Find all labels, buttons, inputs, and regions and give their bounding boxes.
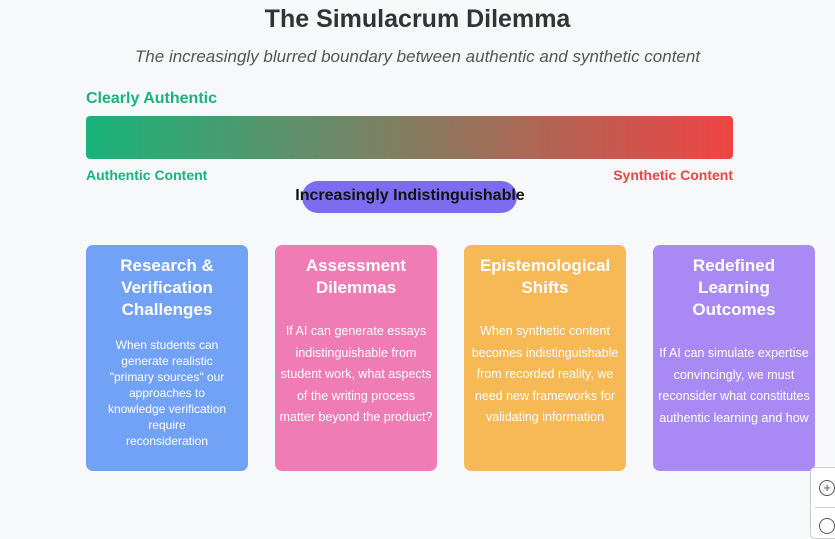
card-epistemological: Epistemological Shifts When synthetic co… bbox=[464, 245, 626, 471]
spectrum-top-label: Clearly Authentic bbox=[86, 90, 217, 107]
indistinguishable-pill bbox=[302, 181, 517, 213]
authentic-content-label: Authentic Content bbox=[86, 167, 208, 183]
card-text: When students can generate realistic "pr… bbox=[107, 338, 227, 448]
card-assessment: Assessment Dilemmas If AI can generate e… bbox=[275, 245, 437, 471]
zoom-divider bbox=[815, 507, 835, 508]
card-title: Epistemological Shifts bbox=[479, 256, 611, 297]
page-title: The Simulacrum Dilemma bbox=[264, 5, 571, 33]
card-title: Research & Verification Challenges bbox=[120, 256, 214, 319]
zoom-in-icon[interactable]: + bbox=[819, 480, 835, 496]
card-text: If AI can generate essays indistinguisha… bbox=[279, 324, 433, 424]
zoom-controls: + bbox=[810, 467, 835, 539]
card-learning-outcomes: Redefined Learning Outcomes If AI can si… bbox=[653, 245, 815, 471]
card-title: Assessment Dilemmas bbox=[305, 256, 407, 297]
spectrum-gradient-bar bbox=[86, 116, 733, 159]
card-research: Research & Verification Challenges When … bbox=[86, 245, 248, 471]
page-subtitle: The increasingly blurred boundary betwee… bbox=[134, 47, 701, 66]
zoom-out-icon[interactable] bbox=[819, 518, 835, 534]
card-text: When synthetic content becomes indisting… bbox=[471, 324, 619, 424]
indistinguishable-label: Increasingly Indistinguishable bbox=[295, 187, 525, 204]
card-text: If AI can simulate expertise convincingl… bbox=[658, 346, 810, 425]
synthetic-content-label: Synthetic Content bbox=[613, 167, 733, 183]
card-title: Redefined Learning Outcomes bbox=[692, 256, 776, 319]
